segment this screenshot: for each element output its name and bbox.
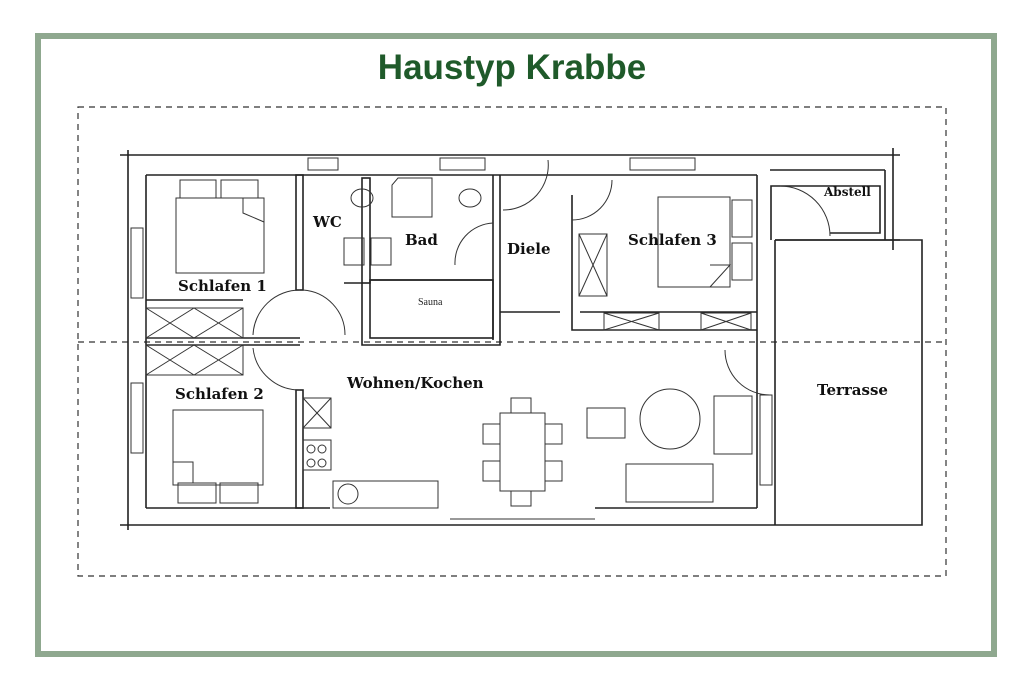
room-label-terrasse: Terrasse <box>817 381 888 399</box>
living-furniture <box>586 388 753 503</box>
plot-boundary <box>77 106 947 577</box>
room-label-abstell: Abstell <box>823 185 871 199</box>
bed-schlafen-2 <box>172 409 264 504</box>
page-title: Haustyp Krabbe <box>377 48 647 87</box>
room-label-bad: Bad <box>405 231 438 249</box>
room-label-wohnen-kochen: Wohnen/Kochen <box>346 374 484 392</box>
exterior-walls <box>120 148 900 530</box>
terrace-outline <box>775 239 923 526</box>
room-label-sauna: Sauna <box>418 297 443 308</box>
room-label-wc: WC <box>312 213 342 231</box>
room-label-diele: Diele <box>507 240 551 258</box>
bed-schlafen-3 <box>657 196 753 288</box>
bed-schlafen-1 <box>175 179 265 274</box>
abstell-walls <box>770 185 881 240</box>
wardrobes <box>145 233 752 376</box>
room-label-schlafen-3: Schlafen 3 <box>628 231 717 249</box>
room-label-schlafen-2: Schlafen 2 <box>175 385 264 403</box>
sanitary-fixtures <box>343 177 482 266</box>
door-swings <box>252 159 771 396</box>
room-label-schlafen-1: Schlafen 1 <box>178 277 267 295</box>
frame-border <box>35 33 997 657</box>
dining-table <box>482 397 563 507</box>
kitchen <box>302 397 439 509</box>
door-swing-abstell <box>779 185 831 237</box>
